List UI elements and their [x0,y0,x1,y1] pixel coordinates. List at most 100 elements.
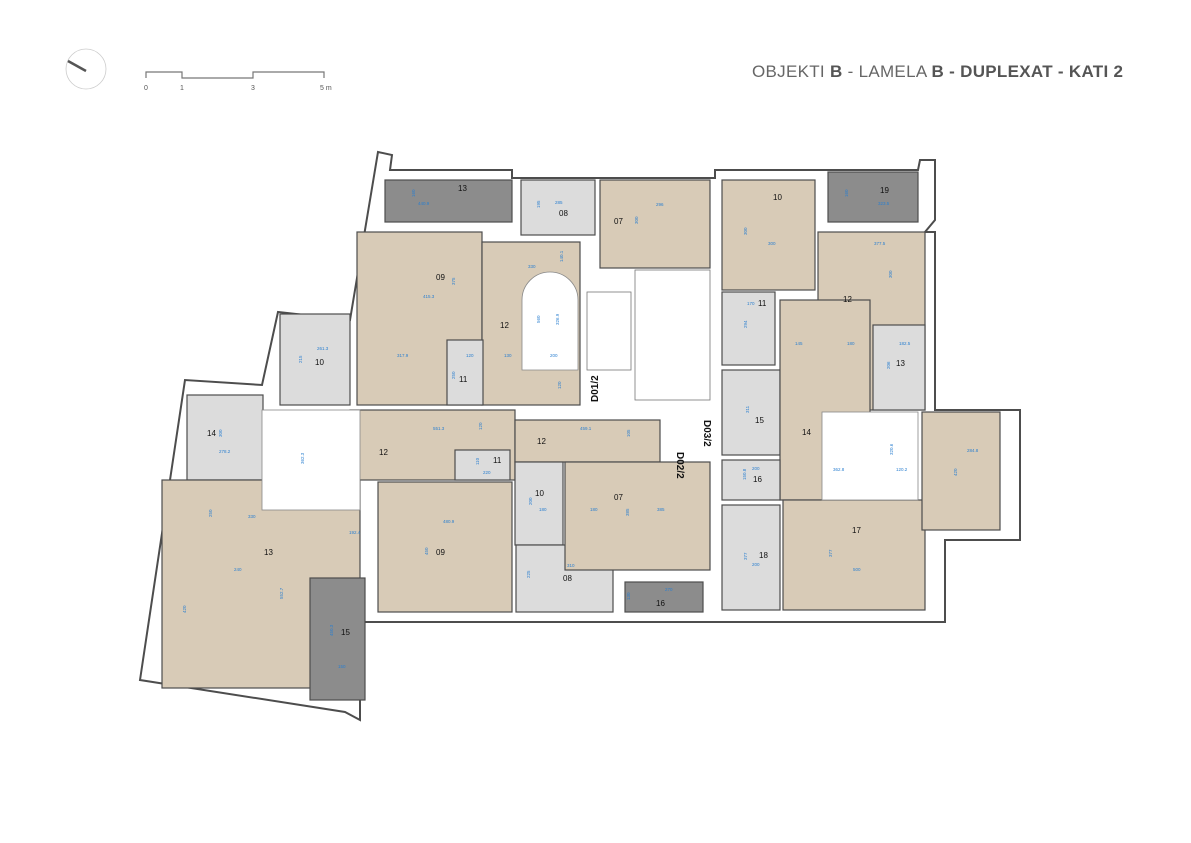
dimension-label: 110 [475,457,480,465]
room-number: 11 [459,375,468,384]
dimension-label: 200 [752,562,760,567]
terrace [309,577,366,701]
dimension-label: 160 [844,189,849,197]
dimension-label: 200 [550,353,558,358]
room [721,179,816,291]
dimension-label: 130 [626,592,631,600]
room [921,411,1001,531]
elevator-shaft [586,291,632,371]
dimension-label: 300 [768,241,776,246]
bathroom [446,339,484,406]
dimension-label: 225 [526,570,531,578]
dimension-label: 150 [338,664,346,669]
room-number: 10 [773,193,782,202]
dimension-label: 160 [411,189,416,197]
room-number: 15 [755,416,764,425]
dimension-label: 420 [182,605,187,613]
room-number: 17 [852,526,861,535]
room-number: 18 [759,551,768,560]
bathroom [186,394,264,481]
dimension-label: 420 [953,468,958,476]
room-number: 07 [614,217,623,226]
dimension-label: 140.1 [559,250,564,262]
bathroom [279,313,351,406]
dimension-label: 220 [483,470,491,475]
scale-tick: 3 [251,85,255,92]
dimension-label: 120 [557,381,562,389]
dimension-label: 284.8 [967,448,979,453]
terrace [384,179,513,223]
room-number: 16 [753,475,762,484]
dimension-label: 120.2 [896,467,908,472]
dimension-label: 180 [847,341,855,346]
dimension-label: 130 [504,353,512,358]
room-number: 10 [315,358,324,367]
spiral-stair [521,271,579,371]
room-number: 11 [758,299,767,308]
bathroom [872,324,926,411]
room-number: 13 [458,184,467,193]
dimension-label: 180 [539,507,547,512]
dimension-label: 250 [451,371,456,379]
room-number: 07 [614,493,623,502]
dimension-label: 285 [555,200,563,205]
dimension-label: 261.3 [317,346,329,351]
room-number: 13 [264,548,273,557]
unit-label-d03: D03/2 [701,420,712,447]
dimension-label: 200 [752,466,760,471]
dimension-label: 182.5 [899,341,911,346]
room-number: 08 [563,574,572,583]
scale-tick: 1 [180,85,184,92]
dimension-label: 240 [234,567,242,572]
dimension-label: 206 [886,361,891,369]
dimension-label: 180 [590,507,598,512]
room-number: 16 [656,599,665,608]
room [514,419,661,463]
bathroom [721,291,776,366]
dimension-label: 560 [536,315,541,323]
dimension-label: 450.3 [329,624,334,636]
dimension-label: 377.5 [874,241,886,246]
unit-label-d02: D02/2 [674,452,685,479]
room-number: 14 [207,429,216,438]
dimension-label: 362.8 [833,467,845,472]
terrace [827,171,919,223]
stair-right [821,411,919,501]
dimension-label: 120 [478,422,483,430]
sheet-title: OBJEKTI B - LAMELA B - DUPLEXAT - KATI 2 [752,62,1123,82]
dimension-label: 375 [451,277,456,285]
bathroom [454,449,511,481]
stair-core [261,269,919,511]
dimension-label: 551.3 [433,426,445,431]
dimension-label: 450 [424,547,429,555]
room-number: 15 [341,628,350,637]
stair-lower-left [261,409,361,511]
dimension-label: 385 [625,508,630,516]
room [782,499,926,611]
room [599,179,711,269]
room-number: 11 [493,456,502,465]
dimension-label: 330 [528,264,536,269]
dimension-label: 552.7 [279,587,284,599]
room-number: 19 [880,186,889,195]
dimension-label: 377 [828,549,833,557]
title-part: - DUPLEXAT - KATI 2 [944,62,1124,81]
dimension-label: 310 [567,563,575,568]
dimension-label: 192.4 [349,530,361,535]
room-number: 12 [379,448,388,457]
dimension-label: 480.9 [443,519,455,524]
dimension-label: 215 [298,355,303,363]
dimension-label: 250 [208,509,213,517]
bathroom [721,504,781,611]
scale-tick: 5 m [320,85,332,92]
title-part: B [829,62,843,81]
dimension-label: 500 [853,567,861,572]
dimension-label: 120 [466,353,474,358]
dimension-label: 317.9 [397,353,409,358]
title-part: - LAMELA [842,62,932,81]
room [377,481,513,613]
room-number: 12 [843,295,852,304]
dimension-label: 385 [657,507,665,512]
dimension-label: 440.9 [418,201,430,206]
room-number: 13 [896,359,905,368]
